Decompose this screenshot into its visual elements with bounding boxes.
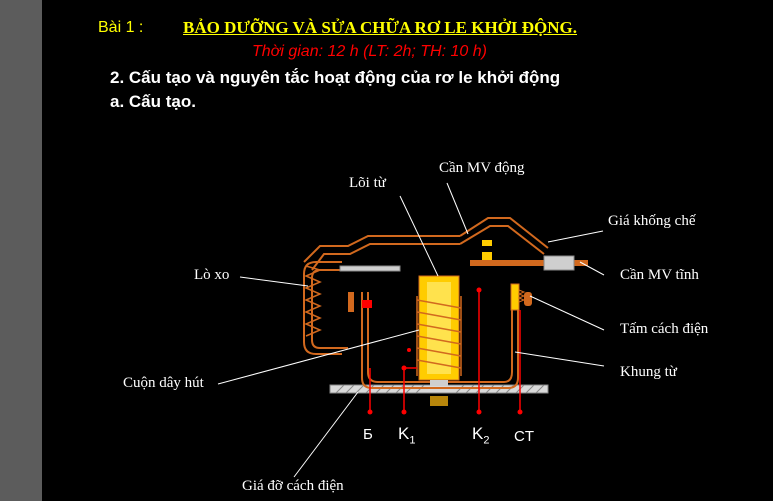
lesson-number: Bài 1 :: [98, 19, 144, 36]
label-stop-bracket: Giá khống chế: [608, 213, 696, 229]
pull-in-coil: [416, 296, 462, 376]
armature-stop: [348, 292, 354, 312]
insulating-plate: [510, 283, 532, 311]
terminal-k1: K1: [398, 424, 415, 446]
label-magnetic-core: Lõi từ: [349, 175, 386, 191]
armature-plate: [339, 265, 401, 272]
armature-stop-tip: [362, 300, 372, 308]
label-pull-in-coil: Cuộn dây hút: [123, 375, 204, 391]
fixed-contact-arm: [470, 252, 588, 271]
wiring: [367, 287, 523, 415]
terminal-k2-letter: K: [472, 424, 484, 443]
terminal-k2-sub: 2: [483, 434, 490, 447]
label-moving-contact-arm: Cần MV động: [439, 160, 525, 176]
subsection-heading: a. Cấu tạo.: [110, 92, 196, 111]
relay-diagram: [217, 182, 605, 478]
terminal-b: Б: [363, 426, 373, 443]
section-heading: 2. Cấu tạo và nguyên tắc hoạt động của r…: [110, 68, 561, 87]
terminal-ct: CT: [514, 428, 534, 445]
left-panel: [0, 0, 42, 501]
spring: [304, 265, 323, 337]
terminal-k1-letter: K: [398, 424, 410, 443]
terminal-k2: K2: [472, 424, 489, 446]
slide: Bài 1 : BẢO DƯỠNG VÀ SỬA CHỮA RƠ LE KHỞI…: [42, 0, 773, 501]
lesson-duration: Thời gian: 12 h (LT: 2h; TH: 10 h): [252, 43, 487, 60]
label-fixed-contact-arm: Cần MV tĩnh: [620, 267, 699, 283]
moving-contact-arm: [459, 217, 549, 255]
label-insulating-plate: Tấm cách điện: [620, 321, 709, 337]
lesson-title: BẢO DƯỠNG VÀ SỬA CHỮA RƠ LE KHỞI ĐỘNG.: [183, 18, 578, 37]
label-insulating-base: Giá đỡ cách điện: [242, 478, 344, 494]
label-magnetic-frame: Khung từ: [620, 364, 677, 380]
terminal-k1-sub: 1: [409, 434, 416, 447]
label-spring: Lò xo: [194, 267, 230, 283]
leader-lines: [217, 182, 605, 478]
